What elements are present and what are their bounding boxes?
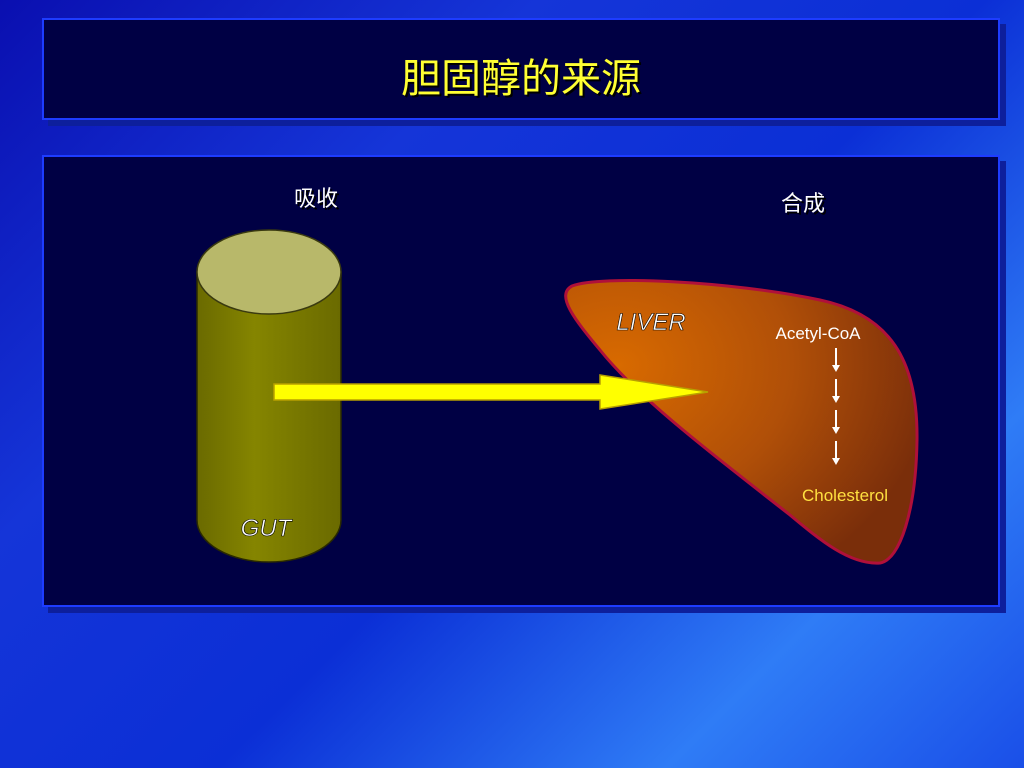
absorption-label: 吸收 xyxy=(294,187,339,212)
gut-body xyxy=(196,271,342,563)
pathway-step-arrow xyxy=(832,410,840,434)
gut-top xyxy=(196,229,342,315)
pathway-arrows xyxy=(832,348,840,465)
pathway-step-arrow xyxy=(832,441,840,465)
gut-cylinder xyxy=(196,229,342,563)
cholesterol-label: Cholesterol xyxy=(802,486,888,505)
synthesis-label: 合成 xyxy=(781,192,826,217)
liver-shape xyxy=(564,279,919,565)
liver-label: LIVER xyxy=(616,309,685,336)
slide-title: 胆固醇的来源 xyxy=(401,56,641,102)
pathway-step-arrow xyxy=(832,379,840,403)
title-panel: 胆固醇的来源 xyxy=(42,18,1000,120)
gut-label: GUT xyxy=(241,515,294,542)
acetyl-coa-label: Acetyl-CoA xyxy=(775,324,861,343)
pathway-step-arrow xyxy=(832,348,840,372)
absorption-arrow xyxy=(273,374,709,410)
